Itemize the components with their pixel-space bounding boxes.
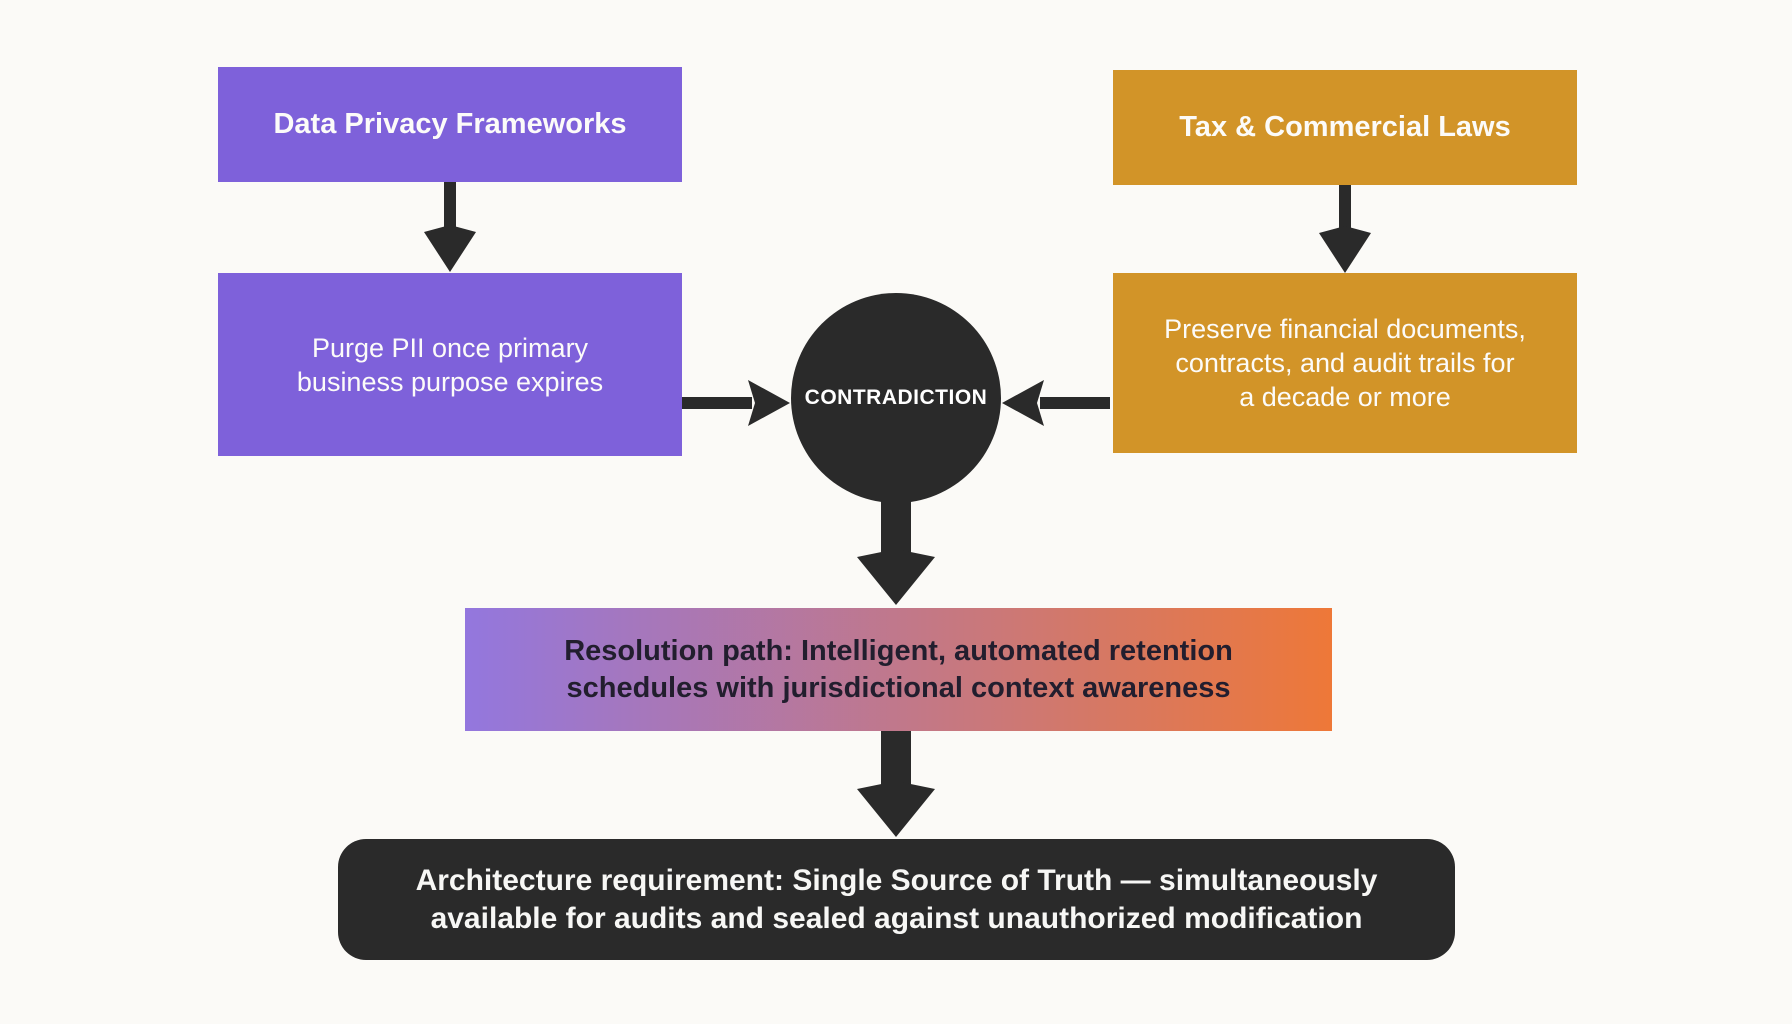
right-arrow-icon	[682, 379, 790, 427]
node-tax-commercial-laws: Tax & Commercial Laws	[1113, 70, 1577, 185]
down-arrow-icon	[857, 500, 935, 605]
node-resolution-path: Resolution path: Intelligent, automated …	[465, 608, 1332, 731]
node-preserve-documents: Preserve financial documents, contracts,…	[1113, 273, 1577, 453]
node-architecture-requirement: Architecture requirement: Single Source …	[338, 839, 1455, 960]
node-data-privacy-frameworks: Data Privacy Frameworks	[218, 67, 682, 182]
node-text-line: Resolution path: Intelligent, automated …	[564, 634, 1233, 667]
node-text-line: schedules with jurisdictional context aw…	[566, 671, 1231, 704]
node-purge-pii: Purge PII once primary business purpose …	[218, 273, 682, 456]
contradiction-label: CONTRADICTION	[804, 386, 988, 409]
node-label: Tax & Commercial Laws	[1179, 111, 1511, 143]
node-label: Data Privacy Frameworks	[273, 108, 627, 140]
node-text-line: business purpose expires	[296, 366, 604, 397]
down-arrow-icon	[424, 182, 476, 272]
node-text-line: Preserve financial documents,	[1164, 314, 1526, 344]
down-arrow-icon	[857, 731, 935, 837]
node-text-line: Purge PII once primary	[311, 332, 589, 363]
node-text-line: Architecture requirement: Single Source …	[415, 863, 1378, 897]
left-arrow-icon	[1002, 379, 1110, 427]
contradiction-circle: CONTRADICTION	[791, 293, 1001, 503]
node-text-line: a decade or more	[1239, 382, 1451, 412]
node-text-line: contracts, and audit trails for	[1175, 348, 1515, 378]
down-arrow-icon	[1319, 185, 1371, 273]
node-text-line: available for audits and sealed against …	[430, 901, 1363, 935]
